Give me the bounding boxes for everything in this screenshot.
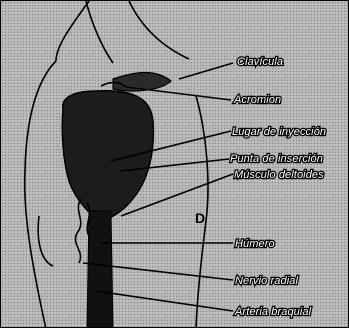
bone-mark: D bbox=[195, 210, 205, 226]
deltoid-muscle bbox=[62, 91, 153, 221]
neck-outline-right bbox=[129, 1, 189, 59]
label-nervio-radial: Nervio radial bbox=[235, 275, 299, 287]
arm-contour bbox=[38, 216, 53, 266]
label-acromion: Acromion bbox=[233, 94, 281, 106]
clavicle-bone bbox=[113, 73, 171, 91]
label-punta-insercion: Punta de inserción bbox=[230, 153, 323, 165]
arm-outer-outline bbox=[25, 61, 56, 328]
label-humero: Húmero bbox=[235, 238, 275, 250]
neck-outline bbox=[86, 1, 113, 63]
humerus-bone bbox=[87, 211, 113, 328]
label-arteria-braquial: Arteria braquial bbox=[234, 306, 312, 318]
label-lugar-inyeccion: Lugar de inyección bbox=[232, 126, 326, 138]
label-clavicula: Clavícula bbox=[237, 56, 283, 68]
leader-acromion bbox=[126, 87, 231, 100]
label-musculo-deltoides: Músculo deltoides bbox=[234, 169, 324, 181]
radial-nerve bbox=[75, 199, 81, 263]
leader-clavicula bbox=[179, 63, 233, 79]
shoulder-top-outline bbox=[56, 1, 89, 61]
leader-arteria bbox=[96, 291, 233, 311]
